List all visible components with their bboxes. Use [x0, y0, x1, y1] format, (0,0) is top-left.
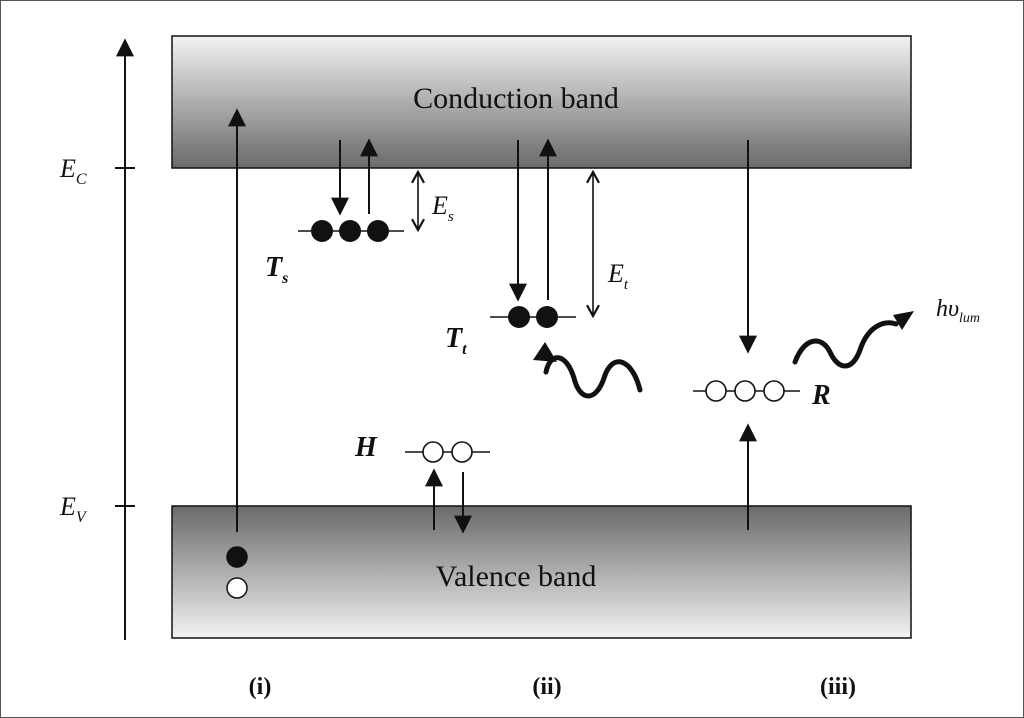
valence-band-label: Valence band [436, 560, 597, 593]
hole-dot [226, 577, 248, 599]
shallow-trap: Es Ts [265, 138, 454, 287]
r-label: R [811, 380, 831, 411]
energy-axis: EC EV [59, 38, 135, 640]
valence-band: Valence band [171, 505, 912, 639]
process-label-i: (i) [249, 674, 272, 700]
trapped-electron [508, 306, 530, 328]
stimulation-wave-icon [543, 355, 643, 399]
valence-band-rect [171, 505, 912, 639]
process-label-iii: (iii) [820, 674, 856, 700]
recombination-site [705, 380, 727, 402]
recombination-site [763, 380, 785, 402]
recombination-site [734, 380, 756, 402]
recombination-center: R hυlum [693, 140, 980, 530]
ts-label: Ts [265, 252, 288, 287]
deep-trap: Et Tt [445, 138, 643, 399]
process-label-ii: (ii) [532, 674, 561, 700]
es-label: Es [431, 191, 454, 225]
hole-trap: H [354, 432, 490, 534]
photon-label: hυlum [936, 296, 980, 326]
trapped-hole [451, 441, 473, 463]
trapped-electron [536, 306, 558, 328]
conduction-band-label: Conduction band [413, 82, 619, 115]
trapped-electron [367, 220, 389, 242]
process-i-excitation [226, 108, 248, 599]
stimulation-arrowhead-icon [533, 342, 557, 362]
trapped-electron [311, 220, 333, 242]
photon-arrowhead-icon [893, 311, 914, 330]
h-label: H [354, 432, 378, 463]
conduction-band: Conduction band [171, 35, 912, 169]
electron-dot [226, 546, 248, 568]
tt-label: Tt [445, 323, 467, 358]
et-label: Et [607, 259, 629, 293]
trapped-electron [339, 220, 361, 242]
ev-label: EV [59, 492, 88, 526]
ec-label: EC [59, 154, 87, 188]
photon-wave-icon [792, 320, 899, 369]
trapped-hole [422, 441, 444, 463]
